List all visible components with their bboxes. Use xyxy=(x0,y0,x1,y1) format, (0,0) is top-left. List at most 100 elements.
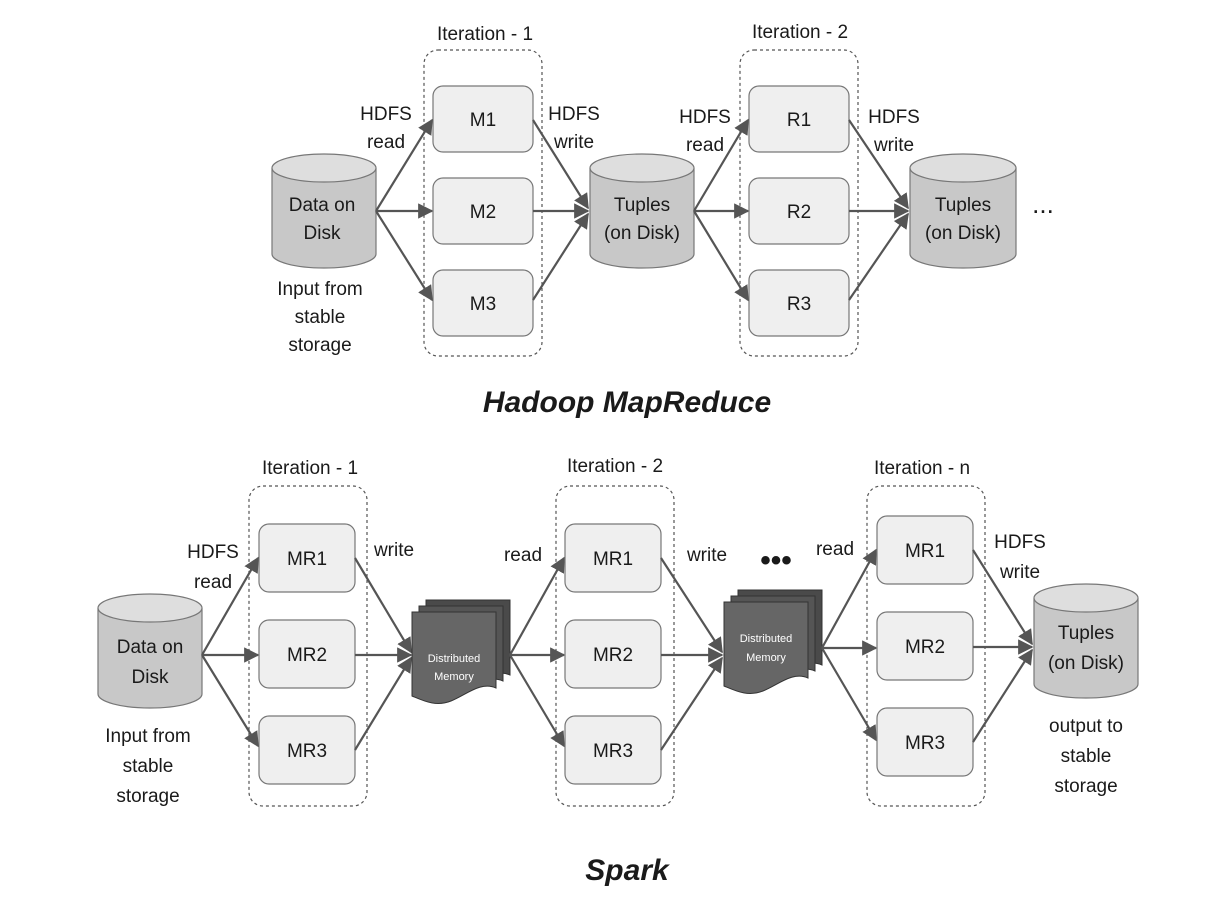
hadoop-arrow-read-r1 xyxy=(693,118,749,212)
hadoop-iteration-2-label: Iteration - 2 xyxy=(752,22,848,43)
hadoop-source-disk-label-line-1: Data on xyxy=(289,195,356,216)
hadoop-hdfs-read-1-line-2: read xyxy=(367,132,405,153)
spark-arrow-read-mr3 xyxy=(201,654,259,748)
spark-stage-n-label-mr2: MR2 xyxy=(905,637,945,658)
hadoop-title: Hadoop MapReduce xyxy=(483,386,771,419)
spark-hdfs-read-line-1: HDFS xyxy=(187,542,239,563)
spark-iteration-n-box xyxy=(866,485,986,807)
spark-source-caption-line-2: stable xyxy=(123,756,174,777)
hadoop-tuples-disk-1: Tuples (on Disk) xyxy=(589,153,695,269)
spark-source-disk: Data on Disk xyxy=(97,593,203,709)
hadoop-arrow-write-r3 xyxy=(848,212,909,301)
spark-arrow-write-n-mr1 xyxy=(972,549,1033,646)
spark-arrow-read-n-mr3 xyxy=(821,647,877,742)
hadoop-section: Iteration - 1 Iteration - 2 Data on Disk… xyxy=(271,22,1054,419)
spark-arrow-read-2-mr3 xyxy=(509,654,565,748)
hadoop-source-disk-label-line-2: Disk xyxy=(304,223,341,244)
spark-stage-1-label-mr1: MR1 xyxy=(287,549,327,570)
hadoop-tuples-2-line-1: Tuples xyxy=(935,195,991,216)
hadoop-source-caption-line-1: Input from xyxy=(277,279,363,300)
spark-stage-2-label-mr1: MR1 xyxy=(593,549,633,570)
spark-hdfs-read-line-2: read xyxy=(194,572,232,593)
spark-stage-2-label-mr3: MR3 xyxy=(593,741,633,762)
hadoop-iteration-1-box xyxy=(423,49,543,357)
spark-arrow-read-n-mr1 xyxy=(821,548,877,649)
spark-output-caption-line-1: output to xyxy=(1049,716,1123,737)
spark-output-disk: Tuples (on Disk) xyxy=(1033,583,1139,699)
hadoop-tuples-2-line-2: (on Disk) xyxy=(925,223,1001,244)
spark-distributed-memory-1: Distributed Memory xyxy=(411,599,511,704)
spark-write-2-label: write xyxy=(686,545,727,566)
spark-iteration-1-label: Iteration - 1 xyxy=(262,458,358,479)
hadoop-hdfs-write-1-line-2: write xyxy=(553,132,594,153)
hadoop-arrow-read-r3 xyxy=(693,210,749,302)
hadoop-source-caption-line-2: stable xyxy=(295,307,346,328)
hadoop-hdfs-write-2-line-1: HDFS xyxy=(868,107,920,128)
hadoop-reduce-box-r1 xyxy=(748,85,850,153)
hadoop-iteration-1-label: Iteration - 1 xyxy=(437,24,533,45)
spark-output-disk-label-line-1: Tuples xyxy=(1058,623,1114,644)
hadoop-hdfs-read-1-line-1: HDFS xyxy=(360,104,412,125)
spark-source-caption-line-3: storage xyxy=(116,786,179,807)
spark-dm-1-line-1: Distributed xyxy=(428,653,481,665)
hadoop-iteration-2-box xyxy=(739,49,859,357)
spark-output-caption-line-2: stable xyxy=(1061,746,1112,767)
hadoop-reduce-label-r1: R1 xyxy=(787,110,811,131)
hadoop-map-label-m1: M1 xyxy=(470,110,496,131)
hadoop-source-caption-line-3: storage xyxy=(288,335,351,356)
hadoop-hdfs-read-2-line-2: read xyxy=(686,135,724,156)
spark-stage-1-label-mr2: MR2 xyxy=(287,645,327,666)
spark-continuation-dots: ••• xyxy=(760,544,792,577)
spark-stage-2-label-mr2: MR2 xyxy=(593,645,633,666)
hadoop-arrow-write-r1 xyxy=(848,119,909,210)
hadoop-arrow-write-m3 xyxy=(532,212,589,301)
spark-arrow-write-2-mr3 xyxy=(660,656,723,751)
spark-source-disk-label-line-1: Data on xyxy=(117,637,184,658)
spark-section: Iteration - 1 Iteration - 2 Iteration - … xyxy=(97,456,1139,887)
hadoop-hdfs-write-2-line-2: write xyxy=(873,135,914,156)
spark-source-disk-label-line-2: Disk xyxy=(132,667,169,688)
hadoop-arrow-read-m3 xyxy=(375,210,433,302)
spark-iteration-2-label: Iteration - 2 xyxy=(567,456,663,477)
hadoop-continuation-dots: ... xyxy=(1032,189,1054,219)
spark-source-caption-line-1: Input from xyxy=(105,726,191,747)
spark-stage-n-label-mr3: MR3 xyxy=(905,733,945,754)
spark-hdfs-write-line-1: HDFS xyxy=(994,532,1046,553)
spark-read-n-label: read xyxy=(816,539,854,560)
hadoop-hdfs-write-1-line-1: HDFS xyxy=(548,104,600,125)
spark-iteration-2-box xyxy=(555,485,675,807)
hadoop-reduce-label-r3: R3 xyxy=(787,294,811,315)
spark-arrow-read-mr1 xyxy=(201,556,259,656)
spark-iteration-n-label: Iteration - n xyxy=(874,458,970,479)
hadoop-hdfs-read-2-line-1: HDFS xyxy=(679,107,731,128)
hadoop-reduce-label-r2: R2 xyxy=(787,202,811,223)
hadoop-arrow-write-m1 xyxy=(532,119,589,210)
spark-arrow-write-1-mr3 xyxy=(354,656,412,751)
hadoop-tuples-1-line-1: Tuples xyxy=(614,195,670,216)
spark-distributed-memory-2: Distributed Memory xyxy=(723,589,823,694)
spark-dm-1-line-2: Memory xyxy=(434,671,474,683)
hadoop-tuples-1-line-2: (on Disk) xyxy=(604,223,680,244)
spark-title: Spark xyxy=(585,854,670,887)
hadoop-map-label-m3: M3 xyxy=(470,294,496,315)
hadoop-tuples-disk-2: Tuples (on Disk) xyxy=(909,153,1017,269)
spark-write-1-label: write xyxy=(373,540,414,561)
spark-hdfs-write-line-2: write xyxy=(999,562,1040,583)
spark-dm-2-line-1: Distributed xyxy=(740,633,793,645)
hadoop-source-disk: Data on Disk xyxy=(271,153,377,269)
spark-stage-1-label-mr3: MR3 xyxy=(287,741,327,762)
hadoop-map-box-m1 xyxy=(432,85,534,153)
spark-arrow-write-2-mr1 xyxy=(660,557,723,654)
spark-stage-n-label-mr1: MR1 xyxy=(905,541,945,562)
spark-arrow-write-1-mr1 xyxy=(354,557,412,654)
spark-arrow-read-2-mr1 xyxy=(509,556,565,656)
spark-dm-2-line-2: Memory xyxy=(746,652,786,664)
hadoop-reduce-box-r3 xyxy=(748,269,850,337)
hadoop-map-label-m2: M2 xyxy=(470,202,496,223)
spark-output-caption-line-3: storage xyxy=(1054,776,1117,797)
spark-read-2-label: read xyxy=(504,545,542,566)
spark-arrow-write-n-mr3 xyxy=(972,648,1033,743)
spark-iteration-1-box xyxy=(248,485,368,807)
spark-output-disk-label-line-2: (on Disk) xyxy=(1048,653,1124,674)
